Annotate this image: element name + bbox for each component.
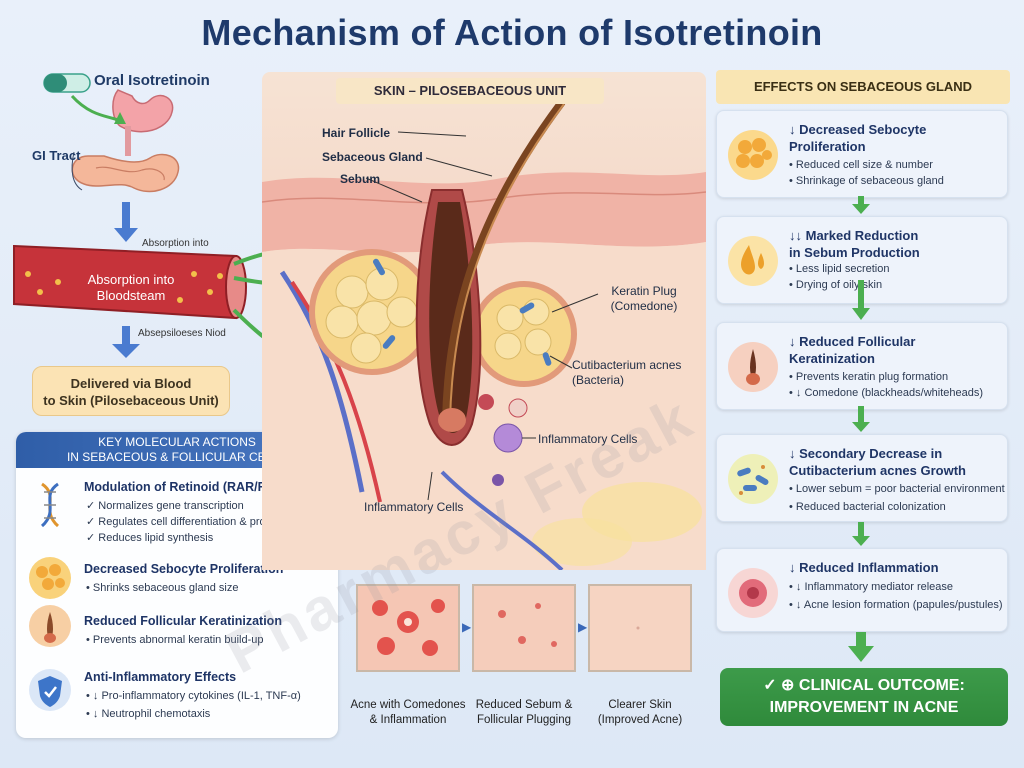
pilosebaceous-illustration (262, 99, 706, 570)
shield-icon (29, 669, 71, 711)
effects-header: EFFECTS ON SEBACEOUS GLAND (716, 70, 1010, 104)
center-panel-header: SKIN – PILOSEBACEOUS UNIT (336, 78, 604, 104)
absorption-illustration (13, 73, 247, 358)
oral-isotretinoin-label: Oral Isotretinoin (94, 72, 210, 89)
bacteria-icon (728, 454, 778, 504)
label-keratin-plug: Keratin Plug (Comedone) (610, 284, 678, 313)
absorption-small-label-2: Absepsiloeses Niod (138, 328, 226, 339)
key-item-bullet: ✓ Reduces lipid synthesis (86, 532, 214, 544)
sebocyte-cluster-icon (29, 557, 71, 599)
key-item-title: Decreased Sebocyte Proliferation (84, 562, 284, 576)
key-item-bullet: • Prevents abnormal keratin build-up (86, 634, 264, 646)
thumb-reduced (472, 584, 576, 672)
thumb-caption: Reduced Sebum & Follicular Plugging (475, 699, 573, 726)
inflammation-cell-icon (728, 568, 778, 618)
label-inflammatory-cells-2: Inflammatory Cells (364, 500, 464, 514)
effects-flow-arrows (848, 196, 874, 662)
delivered-box: Delivered via Blood to Skin (Pilosebaceo… (32, 366, 230, 416)
page-title: Mechanism of Action of Isotretinoin (201, 12, 823, 53)
label-hair-follicle: Hair Follicle (322, 126, 391, 140)
key-item-title: Reduced Follicular Keratinization (84, 614, 282, 628)
capsule-icon (43, 73, 91, 93)
gi-tract-label: GI Tract (32, 148, 81, 163)
label-cutibacterium: Cutibacterium acnes (Bacteria) (572, 358, 682, 387)
vessel-label: Absorption into Bloodsteam (87, 272, 175, 303)
effect-card: ↓ Reduced Inflammation • ↓ Inflammatory … (716, 548, 1008, 632)
thumb-acne (356, 584, 460, 672)
arrow-right-icon: ▶ (578, 620, 588, 634)
follicle-icon (728, 342, 778, 392)
thumb-clear (588, 584, 692, 672)
stomach-icon (71, 89, 180, 193)
absorption-small-label: Absorption into (142, 238, 209, 249)
follicle-icon (29, 605, 71, 647)
label-sebum: Sebum (340, 172, 381, 186)
thumb-caption: Clearer Skin (Improved Acne) (597, 699, 683, 726)
key-item-bullet: ✓ Regulates cell differentiation & proli… (86, 516, 308, 528)
arrow-right-icon: ▶ (462, 620, 472, 634)
thumb-caption: Acne with Comedones & Inflammation (350, 699, 466, 726)
blood-vessel-icon (13, 244, 247, 320)
key-item-bullet: ✓ Normalizes gene transcription (86, 500, 244, 512)
key-item-bullet: • ↓ Pro-inflammatory cytokines (IL-1, TN… (86, 690, 301, 702)
key-item-title: Anti-Inflammatory Effects (84, 670, 237, 684)
label-sebaceous-gland: Sebaceous Gland (322, 150, 423, 164)
dna-icon (40, 482, 60, 528)
oil-drop-icon (728, 236, 778, 286)
label-inflammatory-cells: Inflammatory Cells (538, 432, 638, 446)
clinical-outcome-banner: ✓ ⊕ CLINICAL OUTCOME: IMPROVEMENT IN ACN… (720, 668, 1008, 726)
key-item-bullet: • ↓ Neutrophil chemotaxis (86, 708, 211, 720)
sebocyte-icon (728, 130, 778, 180)
key-item-bullet: • Shrinks sebaceous gland size (86, 582, 239, 594)
